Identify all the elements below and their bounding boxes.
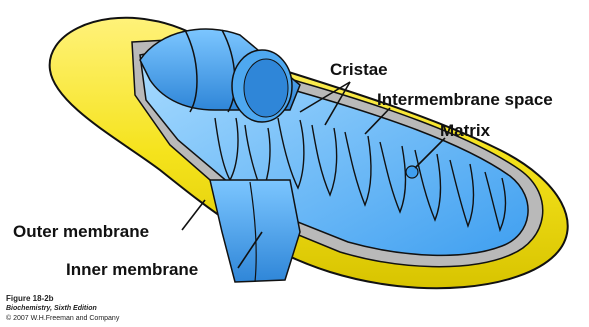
label-inner-membrane: Inner membrane xyxy=(66,260,198,280)
label-intermembrane-space: Intermembrane space xyxy=(377,90,553,110)
label-matrix: Matrix xyxy=(440,121,490,141)
caption-copyright: © 2007 W.H.Freeman and Company xyxy=(6,315,119,322)
label-cristae: Cristae xyxy=(330,60,388,80)
caption-book: Biochemistry, Sixth Edition xyxy=(6,305,97,312)
label-outer-membrane: Outer membrane xyxy=(13,222,149,242)
caption-figure: Figure 18-2b xyxy=(6,295,54,303)
